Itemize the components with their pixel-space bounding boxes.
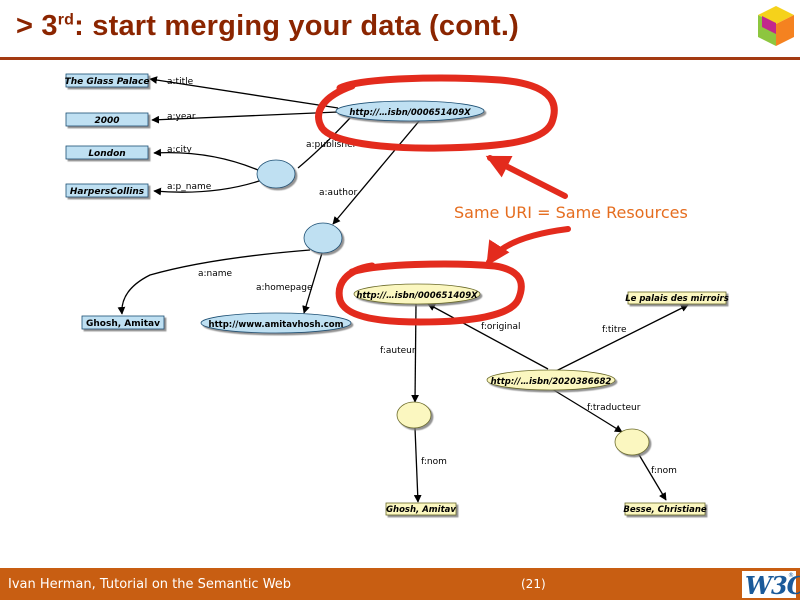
highlight-annotations [315, 74, 571, 326]
node-ghosh-fr-text: Ghosh, Amitav [386, 505, 456, 515]
node-london-text: London [88, 149, 125, 159]
node-isbn-merged-text: http://…isbn/000651409X [356, 291, 478, 301]
title-divider [0, 57, 800, 60]
edge-original [427, 303, 549, 370]
label-homepage: a:homepage [256, 283, 313, 293]
node-blank-author [303, 222, 343, 254]
node-year-2000-text: 2000 [94, 116, 119, 126]
edge-p-name [153, 179, 263, 196]
cube-logo-icon [758, 6, 794, 46]
footer-page-number: (21) [521, 577, 546, 591]
node-glass-palace: The Glass Palace [65, 73, 150, 88]
edges-french [411, 303, 689, 503]
node-glass-palace-text: The Glass Palace [65, 77, 150, 87]
node-palais-text: Le palais des mirroirs [625, 294, 729, 304]
title-superscript: rd [57, 11, 75, 29]
node-isbn-fr [486, 369, 616, 391]
node-ghosh-fr [385, 502, 457, 516]
highlight-arrow-merged [486, 226, 571, 267]
node-blank-publisher [256, 159, 296, 189]
node-isbn-fr-text: http://…isbn/2020386682 [491, 377, 612, 387]
highlight-arrow-top [485, 155, 568, 199]
annotation-same-uri: Same URI = Same Resources [454, 203, 688, 222]
node-besse [624, 502, 706, 516]
title-prefix: > 3 [16, 10, 58, 42]
edge-year [151, 111, 339, 124]
edge-author [332, 119, 421, 225]
node-besse-text: Besse, Christiane [623, 505, 707, 515]
label-name: a:name [198, 269, 233, 279]
w3c-logo-icon: W3C ® [742, 571, 800, 600]
slide-title: > 3rd: start merging your data (cont.) [16, 10, 519, 43]
node-homepage [200, 312, 352, 334]
label-nom-2: f:nom [651, 466, 677, 476]
edge-name [117, 249, 311, 315]
label-publisher: a:publisher [306, 140, 357, 150]
node-palais [627, 291, 727, 305]
node-london: London [65, 145, 149, 160]
label-titre: f:titre [602, 325, 627, 335]
highlight-circle-top [315, 74, 558, 152]
edge-homepage [302, 252, 323, 314]
label-year: a:year [167, 112, 196, 122]
node-ghosh-en: Ghosh, Amitav [81, 315, 165, 330]
node-harpers: HarpersCollins [65, 183, 149, 198]
edge-title [149, 76, 339, 109]
edge-nom-1 [413, 427, 422, 503]
w3c-logo-text: W3C [745, 571, 800, 600]
edge-city [153, 148, 259, 171]
node-isbn-top [335, 100, 485, 122]
edge-titre [555, 304, 689, 372]
label-title: a:title [167, 77, 194, 87]
node-ghosh-en-text: Ghosh, Amitav [86, 319, 160, 329]
french-resources: http://…isbn/000651409X Le palais des mi… [353, 283, 729, 516]
edge-traducteur [551, 388, 623, 433]
label-original: f:original [481, 322, 521, 332]
label-traducteur: f:traducteur [587, 403, 641, 413]
english-resources: http://…isbn/000651409X http://www.amita… [200, 100, 485, 334]
title-text: : start merging your data (cont.) [74, 10, 519, 42]
label-author: a:author [319, 188, 358, 198]
rdf-graph-diagram: a:title a:year a:city a:p_name a:publish… [65, 73, 729, 516]
node-year-2000: 2000 [65, 112, 149, 127]
node-isbn-merged [353, 283, 481, 305]
node-harpers-text: HarpersCollins [70, 187, 145, 197]
footer-author: Ivan Herman, Tutorial on the Semantic We… [8, 577, 292, 592]
label-p-name: a:p_name [167, 182, 212, 192]
highlight-circle-merged [335, 260, 525, 326]
label-nom-1: f:nom [421, 457, 447, 467]
edge-publisher [297, 117, 351, 169]
edge-nom-2 [637, 452, 667, 501]
node-homepage-text: http://www.amitavhosh.com [209, 320, 344, 330]
node-blank-auteur [396, 401, 432, 429]
label-auteur: f:auteur [380, 346, 416, 356]
node-isbn-top-text: http://…isbn/000651409X [349, 108, 471, 118]
footer-bar: Ivan Herman, Tutorial on the Semantic We… [0, 568, 800, 600]
edges-english [117, 76, 421, 315]
label-city: a:city [167, 145, 193, 155]
node-blank-traducteur [614, 428, 650, 456]
